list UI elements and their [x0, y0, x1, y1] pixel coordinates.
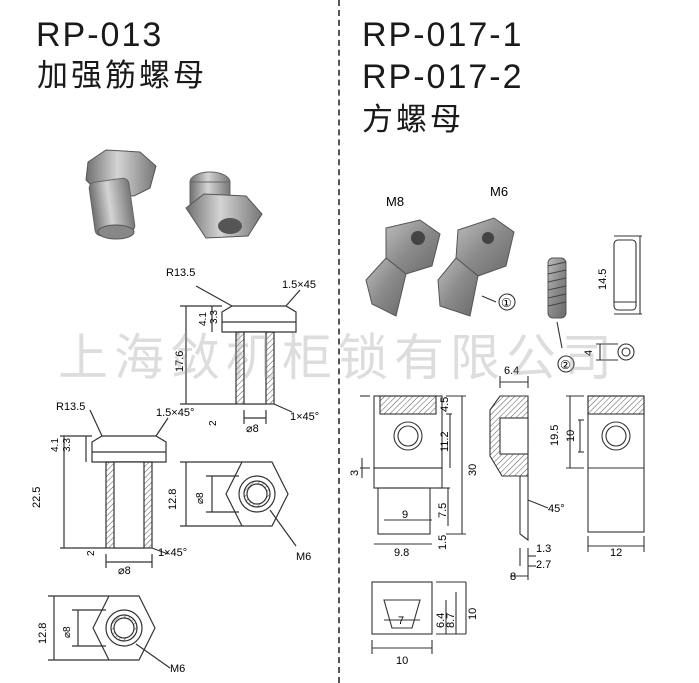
nut-photo-1 — [85, 149, 157, 240]
side-profile-view — [489, 376, 549, 580]
label-m8: M8 — [386, 194, 404, 209]
label-3-3-b: 3.3 — [62, 438, 73, 452]
left-technical-drawing: R13.5 1.5×45 4.1 3.3 17.6 2 ⌀8 1×45° R13… — [31, 149, 319, 675]
label-phi8-d: ⌀8 — [62, 626, 73, 638]
set-screw-drawing — [596, 235, 642, 361]
label-m6-b: M6 — [170, 663, 185, 675]
right-technical-drawing: M8 M6 ① ② — [349, 184, 645, 667]
label-r13-5-a: R13.5 — [166, 267, 195, 279]
label-1-5: 1.5 — [437, 535, 449, 550]
label-30: 30 — [467, 464, 479, 476]
label-10-c: 10 — [396, 655, 408, 667]
hex-end-view-b — [48, 595, 171, 669]
label-8-7: 8.7 — [445, 613, 457, 628]
label-3-3-a: 3.3 — [209, 310, 220, 324]
label-1-3: 1.3 — [536, 543, 551, 555]
label-2-7: 2.7 — [536, 559, 551, 571]
label-14-5: 14.5 — [597, 269, 609, 290]
label-17-6: 17.6 — [174, 351, 186, 372]
label-phi8-a: ⌀8 — [246, 423, 259, 435]
label-7-5: 7.5 — [437, 503, 449, 518]
label-2-b: 2 — [86, 550, 97, 556]
label-phi8-c: ⌀8 — [195, 492, 206, 504]
label-8: 8 — [510, 571, 516, 583]
right-model-code-2: RP-017-2 — [362, 58, 524, 96]
label-6-4: 6.4 — [504, 365, 519, 377]
label-6-4-b: 6.4 — [435, 613, 447, 628]
label-m6: M6 — [490, 184, 508, 199]
hex-end-view-a — [180, 461, 297, 547]
label-9: 9 — [402, 509, 408, 521]
label-1x45-b: 1×45° — [158, 547, 187, 559]
front-view — [360, 395, 466, 545]
right-model-code-1: RP-017-1 — [362, 16, 524, 54]
label-phi8-b: ⌀8 — [118, 565, 131, 577]
nut-photo-2 — [185, 171, 263, 239]
label-12-8-b: 12.8 — [37, 623, 49, 644]
bottom-view — [371, 581, 467, 654]
set-screw-photo — [547, 257, 567, 319]
right-part-name: 方螺母 — [362, 102, 464, 137]
label-9-8: 9.8 — [394, 547, 409, 559]
label-3: 3 — [349, 470, 361, 476]
square-nut-photo-m6 — [437, 217, 515, 317]
label-10-b: 10 — [467, 608, 479, 620]
watermark-text: 上海敛机柜锁有限公司 — [58, 329, 618, 387]
label-7: 7 — [398, 615, 404, 627]
label-r13-5-b: R13.5 — [56, 401, 85, 413]
label-11-2: 11.2 — [439, 431, 451, 452]
label-19-5: 19.5 — [549, 425, 561, 446]
label-12: 12 — [610, 547, 622, 559]
square-nut-photo-m8 — [365, 219, 441, 317]
side-view-17-6 — [180, 285, 301, 424]
callout-leaders — [481, 293, 575, 373]
label-22-5: 22.5 — [31, 487, 43, 508]
label-chamfer-a: 1.5×45 — [282, 279, 316, 291]
label-45deg: 45° — [548, 503, 565, 515]
label-10-a: 10 — [565, 430, 577, 442]
label-4-1-b: 4.1 — [50, 438, 61, 452]
label-2-a: 2 — [208, 420, 219, 426]
label-4-5: 4.5 — [439, 397, 451, 412]
callout-1: ① — [501, 296, 512, 310]
label-1x45-a: 1×45° — [290, 411, 319, 423]
left-model-code: RP-013 — [36, 16, 164, 54]
left-part-name: 加强筋螺母 — [37, 58, 207, 93]
label-chamfer-b: 1.5×45° — [156, 407, 194, 419]
label-4: 4 — [583, 350, 595, 356]
center-divider — [338, 0, 340, 683]
end-view — [566, 395, 645, 552]
label-m6-a: M6 — [296, 551, 311, 563]
side-view-22-5 — [60, 409, 169, 568]
label-4-1-a: 4.1 — [198, 312, 209, 326]
callout-2: ② — [560, 358, 571, 372]
label-12-8-a: 12.8 — [167, 489, 179, 510]
